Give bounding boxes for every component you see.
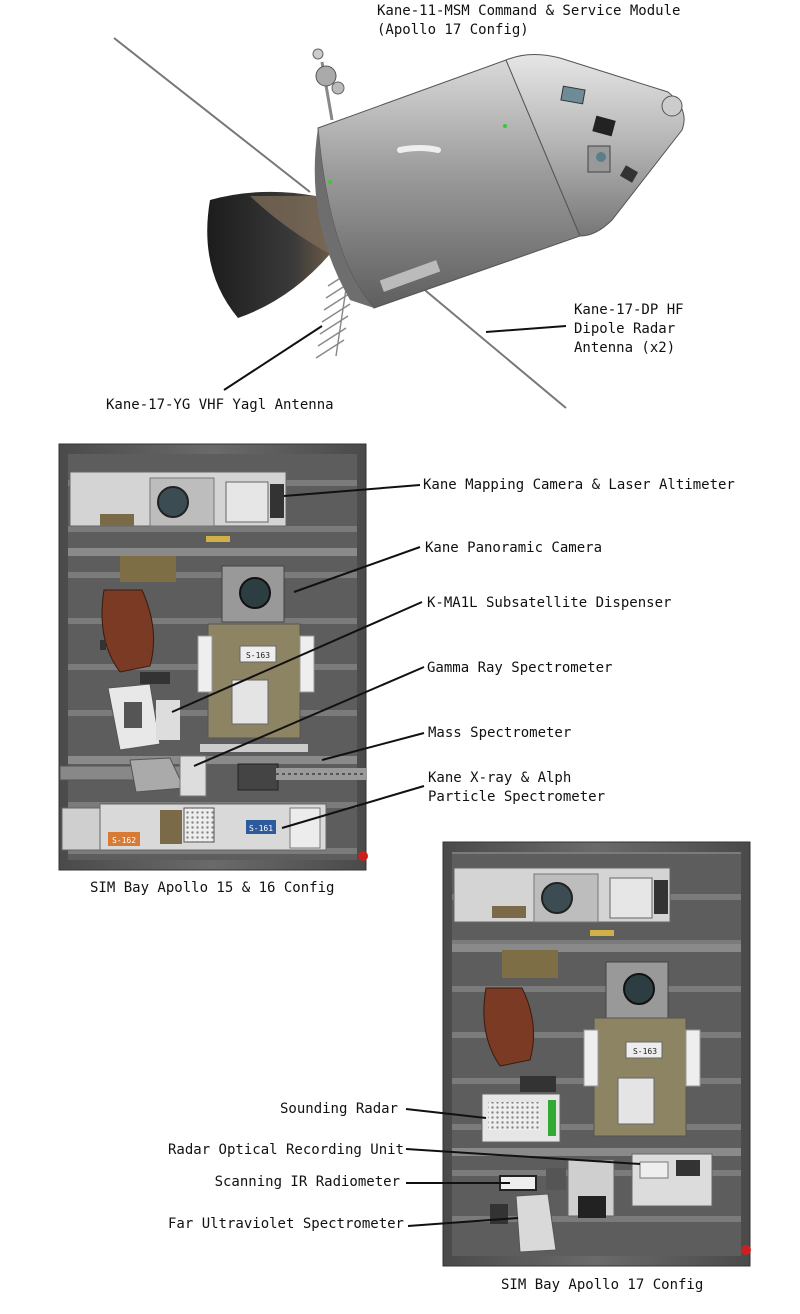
placard-s161: S-161 bbox=[249, 824, 273, 833]
engine-bell bbox=[207, 192, 330, 318]
bay1516-caption: SIM Bay Apollo 15 & 16 Config bbox=[90, 879, 334, 898]
radar-optical-recording-unit-icon bbox=[632, 1154, 712, 1206]
dipole-leader-line bbox=[486, 326, 566, 332]
high-gain-antenna-icon bbox=[313, 49, 344, 120]
scanning-ir-radiometer-label: Scanning IR Radiometer bbox=[130, 1173, 400, 1192]
docking-probe-icon bbox=[662, 96, 682, 116]
subsatellite-dispenser-label: K-MA1L Subsatellite Dispenser bbox=[427, 594, 671, 613]
mapping-camera-label: Kane Mapping Camera & Laser Altimeter bbox=[423, 476, 735, 495]
far-ultraviolet-spectrometer-label: Far Ultraviolet Spectrometer bbox=[130, 1215, 404, 1234]
dipole-antenna-upper bbox=[114, 38, 310, 192]
yagi-leader-line bbox=[224, 326, 322, 390]
xray-spectrometer-label: Kane X-ray & Alph Particle Spectrometer bbox=[428, 769, 605, 807]
sounding-radar-label: Sounding Radar bbox=[180, 1100, 398, 1119]
placard-s162: S-162 bbox=[112, 836, 136, 845]
red-indicator-icon bbox=[358, 851, 368, 861]
csm-title-label: Kane-11-MSM Command & Service Module (Ap… bbox=[377, 2, 680, 40]
placard-s163-17: S-163 bbox=[633, 1047, 657, 1056]
dipole-antenna-label: Kane-17-DP HF Dipole Radar Antenna (x2) bbox=[574, 301, 684, 358]
yagi-antenna-label: Kane-17-YG VHF Yagl Antenna bbox=[106, 396, 334, 415]
mass-spectrometer-label: Mass Spectrometer bbox=[428, 724, 571, 743]
sim-bay-17-panel: S-163 bbox=[406, 842, 751, 1266]
dipole-antenna-lower bbox=[420, 286, 566, 408]
radar-optical-recording-unit-label: Radar Optical Recording Unit bbox=[130, 1141, 404, 1160]
bay17-caption: SIM Bay Apollo 17 Config bbox=[501, 1276, 703, 1295]
placard-s163: S-163 bbox=[246, 651, 270, 660]
panoramic-camera-label: Kane Panoramic Camera bbox=[425, 539, 602, 558]
gamma-ray-spectrometer-label: Gamma Ray Spectrometer bbox=[427, 659, 612, 678]
sim-bay-1516-panel: S-162 S-161 S-163 bbox=[59, 444, 424, 870]
red-indicator-icon-17 bbox=[741, 1245, 751, 1255]
